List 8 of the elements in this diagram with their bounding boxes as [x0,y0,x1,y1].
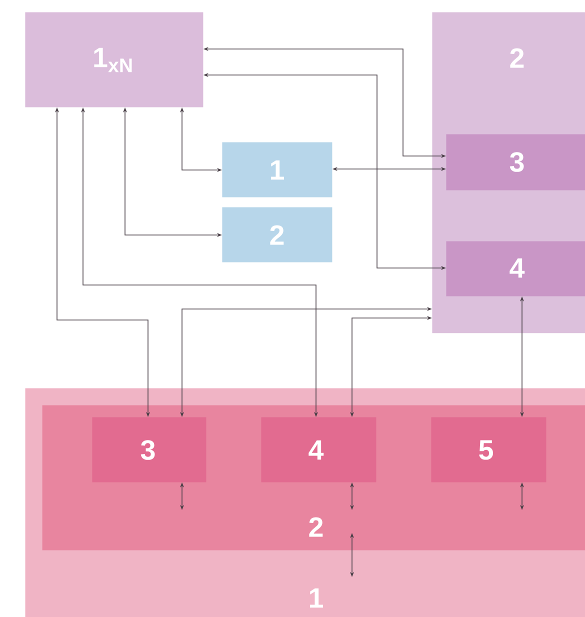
module-box: 4 [261,417,376,482]
module-box: 1 [222,142,332,198]
module-box: 3 [92,417,206,482]
module-box: 4 [446,241,585,296]
module-box: 3 [446,134,585,190]
group-box: 1$_{xN}$ [25,12,204,108]
module-box: 2 [222,207,332,262]
module-box: 5 [431,417,546,482]
